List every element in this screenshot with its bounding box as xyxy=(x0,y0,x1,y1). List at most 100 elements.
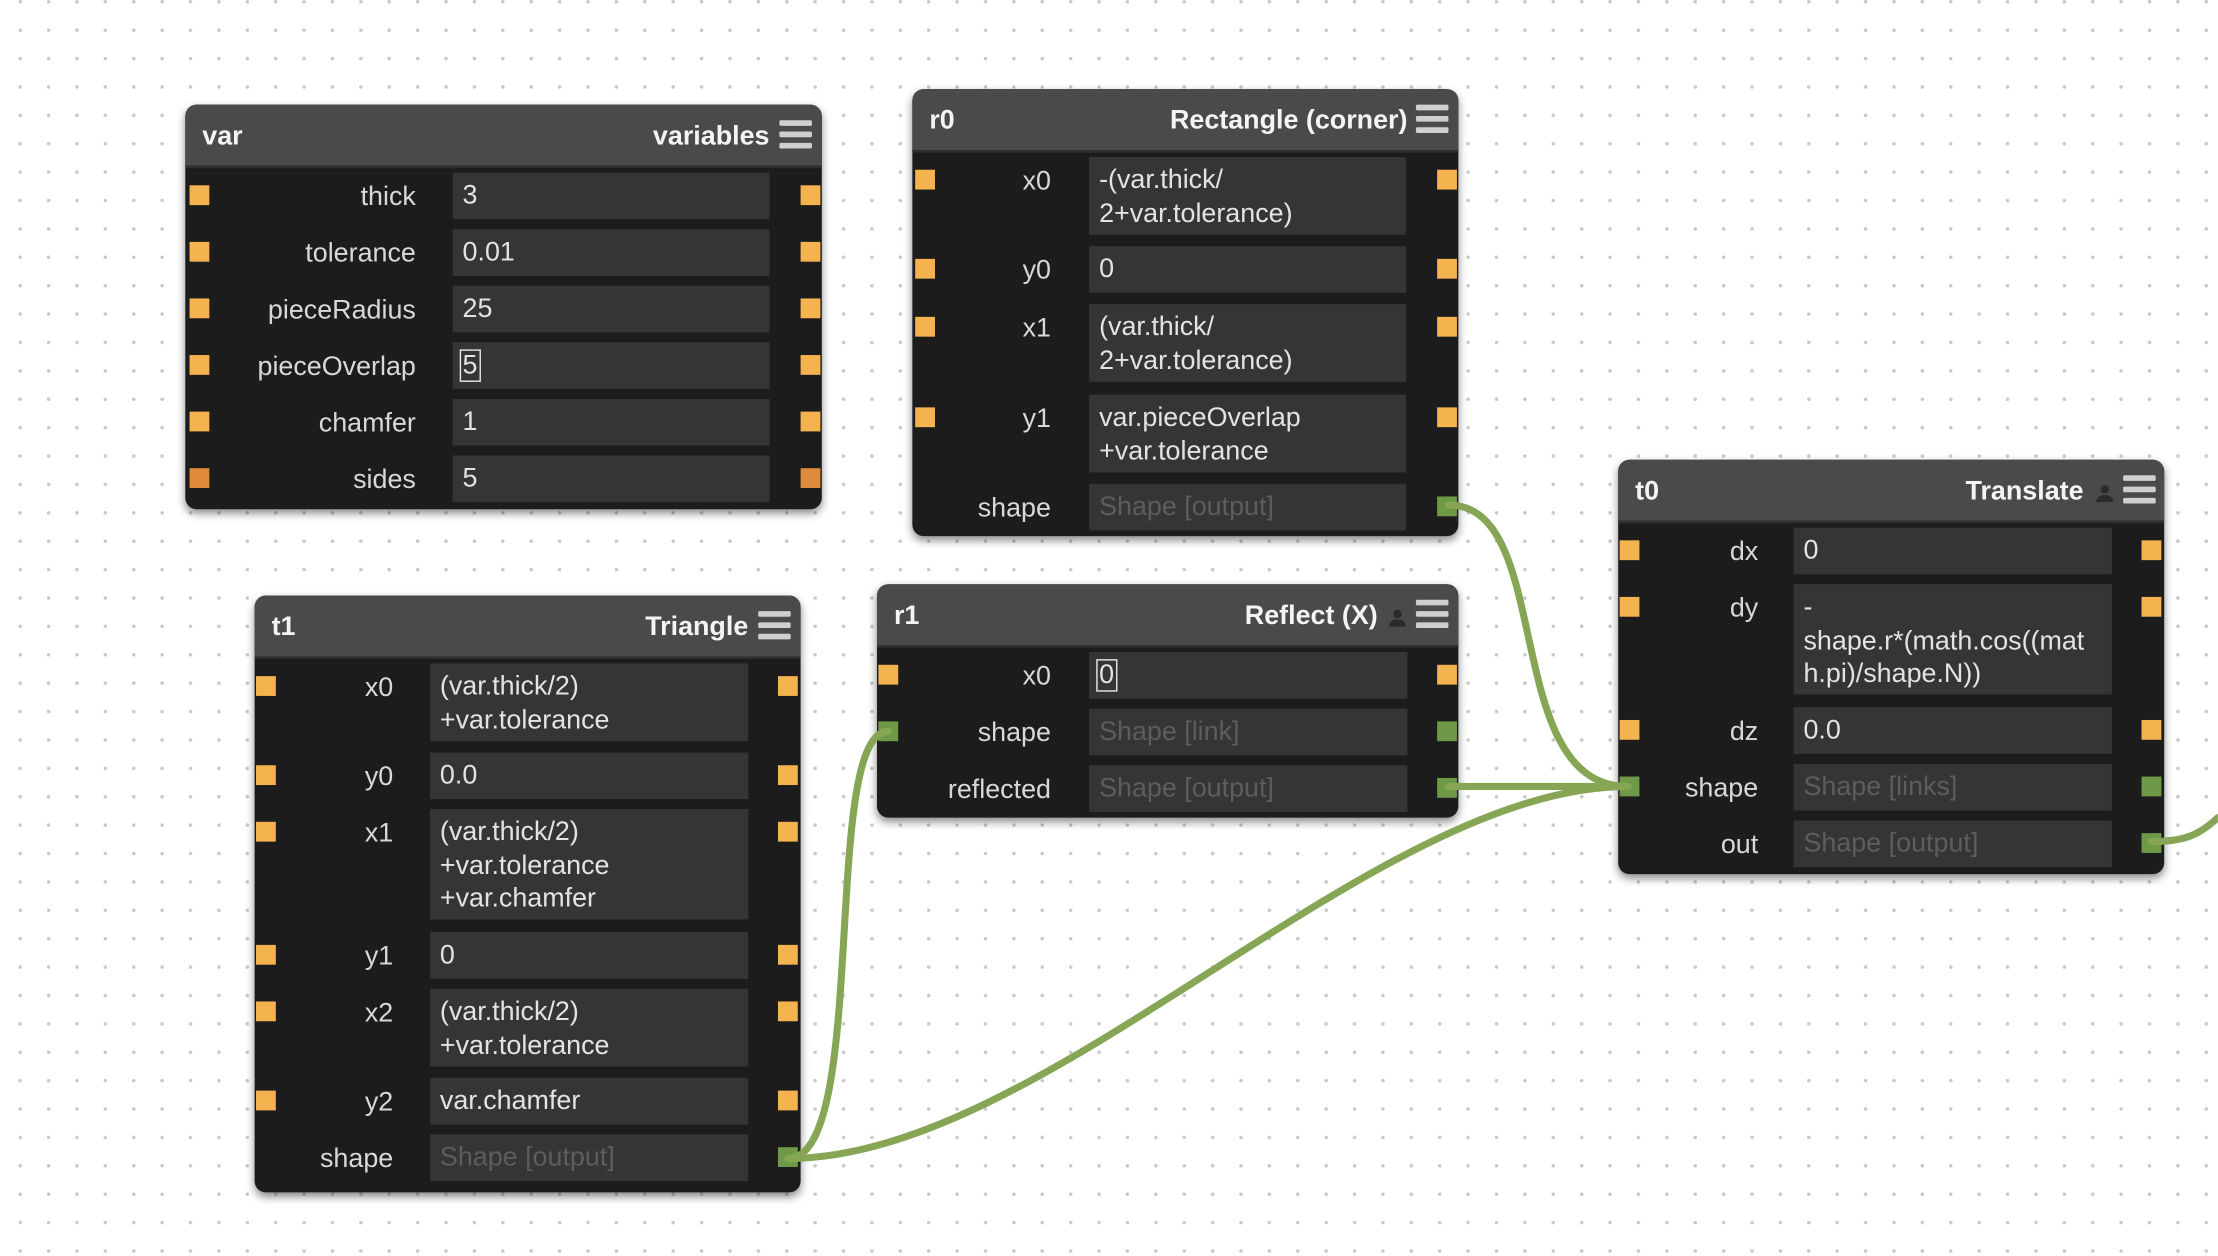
output-port[interactable] xyxy=(1437,169,1457,190)
input-port[interactable] xyxy=(189,468,210,489)
input-port[interactable] xyxy=(189,411,210,432)
param-input[interactable]: (var.thick/ 2+var.tolerance) xyxy=(1089,304,1407,382)
link-field: Shape [links] xyxy=(1793,763,2112,811)
var-row-pieceoverlap: pieceOverlap 5 xyxy=(185,342,822,389)
reflected-output-port[interactable] xyxy=(1437,777,1457,798)
wire-t1-shape-to-r1-shape[interactable] xyxy=(784,727,892,1163)
output-port[interactable] xyxy=(800,468,821,489)
output-port[interactable] xyxy=(777,1090,798,1111)
node-r1[interactable]: r1 Reflect (X) x0 0 shape Shape [link] r… xyxy=(876,584,1459,818)
input-port[interactable] xyxy=(1619,540,1640,561)
output-port[interactable] xyxy=(777,944,798,965)
node-header[interactable]: r0 Rectangle (corner) xyxy=(912,89,1459,153)
input-port[interactable] xyxy=(256,1090,276,1111)
node-header[interactable]: r1 Reflect (X) xyxy=(876,584,1459,648)
param-input[interactable]: 0.0 xyxy=(1793,707,2112,754)
param-input[interactable]: 3 xyxy=(452,172,770,220)
output-port[interactable] xyxy=(2141,540,2162,561)
shape-output-port[interactable] xyxy=(777,1147,798,1167)
input-port[interactable] xyxy=(189,298,210,319)
param-input-active[interactable]: 5 xyxy=(452,342,770,389)
output-field: Shape [output] xyxy=(430,1134,749,1182)
node-t1[interactable]: t1 Triangle x0 (var.thick/2) +var.tolera… xyxy=(254,595,801,1193)
input-port[interactable] xyxy=(915,169,935,190)
hamburger-menu-icon[interactable] xyxy=(758,611,791,642)
param-input-active[interactable]: 0 xyxy=(1089,652,1408,699)
param-input[interactable]: 0.0 xyxy=(430,752,749,800)
t0-row-dz: dz 0.0 xyxy=(1618,707,2164,754)
node-header[interactable]: t0 Translate xyxy=(1618,459,2165,524)
param-input[interactable]: 1 xyxy=(452,398,770,446)
user-icon[interactable] xyxy=(1389,609,1407,627)
param-input[interactable]: var.chamfer xyxy=(430,1077,749,1125)
wire-t1-shape-to-t0-shape[interactable] xyxy=(784,782,1632,1163)
input-port[interactable] xyxy=(189,241,210,262)
node-id: var xyxy=(202,121,243,152)
param-input[interactable]: (var.thick/2) +var.tolerance xyxy=(430,988,749,1067)
param-input[interactable]: 0 xyxy=(430,932,749,979)
node-t0[interactable]: t0 Translate dx 0 dy - shape.r*(math.cos… xyxy=(1618,459,2165,875)
shape-output-port[interactable] xyxy=(2141,776,2162,797)
output-port[interactable] xyxy=(1437,316,1457,337)
input-port[interactable] xyxy=(256,944,276,965)
param-input[interactable]: -(var.thick/ 2+var.tolerance) xyxy=(1089,157,1407,235)
output-port[interactable] xyxy=(800,241,821,262)
input-port[interactable] xyxy=(915,258,935,279)
hamburger-menu-icon[interactable] xyxy=(1415,599,1449,631)
input-port[interactable] xyxy=(1619,596,1640,617)
param-input[interactable]: (var.thick/2) +var.tolerance +var.chamfe… xyxy=(430,809,749,920)
output-port[interactable] xyxy=(2141,596,2162,617)
param-input[interactable]: 0 xyxy=(1793,527,2112,575)
wire-r0-shape-to-t0-shape[interactable] xyxy=(1444,501,1632,790)
out-output-port[interactable] xyxy=(2141,833,2162,853)
hamburger-menu-icon[interactable] xyxy=(779,120,812,151)
param-input[interactable]: (var.thick/2) +var.tolerance xyxy=(430,663,749,742)
output-port[interactable] xyxy=(1437,258,1457,279)
param-input[interactable]: 25 xyxy=(452,285,770,333)
param-label: sides xyxy=(353,465,416,496)
node-header[interactable]: var variables xyxy=(185,104,822,169)
user-icon[interactable] xyxy=(2096,485,2114,503)
param-input[interactable]: 0.01 xyxy=(452,229,770,276)
output-port[interactable] xyxy=(1437,407,1457,428)
output-port[interactable] xyxy=(800,298,821,319)
param-label: tolerance xyxy=(305,239,416,269)
input-port[interactable] xyxy=(256,1001,276,1022)
output-port[interactable] xyxy=(777,676,798,696)
hamburger-menu-icon[interactable] xyxy=(2123,475,2156,506)
node-var[interactable]: var variables thick 3 tolerance 0.01 pie… xyxy=(185,104,822,510)
node-r0[interactable]: r0 Rectangle (corner) x0 -(var.thick/ 2+… xyxy=(912,89,1459,537)
input-port[interactable] xyxy=(878,664,899,685)
input-port[interactable] xyxy=(256,821,276,842)
text-cursor: 5 xyxy=(459,349,481,382)
input-port[interactable] xyxy=(189,185,210,206)
param-input[interactable]: - shape.r*(math.cos((math.pi)/shape.N)) xyxy=(1793,584,2112,695)
output-port[interactable] xyxy=(777,821,798,842)
input-port[interactable] xyxy=(189,355,210,375)
param-input[interactable]: var.pieceOverlap +var.tolerance xyxy=(1089,394,1407,473)
input-port[interactable] xyxy=(1619,719,1640,740)
shape-output-port[interactable] xyxy=(1437,496,1457,517)
output-port[interactable] xyxy=(1437,664,1457,685)
shape-input-port[interactable] xyxy=(1619,776,1640,797)
hamburger-menu-icon[interactable] xyxy=(1415,104,1449,136)
shape-output-port[interactable] xyxy=(1437,721,1457,742)
output-port[interactable] xyxy=(777,1001,798,1022)
shape-input-port[interactable] xyxy=(878,721,899,742)
input-port[interactable] xyxy=(915,407,935,428)
output-port[interactable] xyxy=(800,185,821,206)
input-port[interactable] xyxy=(915,316,935,337)
output-port[interactable] xyxy=(800,411,821,432)
text-cursor: 0 xyxy=(1096,659,1117,692)
param-label: x1 xyxy=(1022,314,1051,344)
input-port[interactable] xyxy=(256,676,276,696)
output-port[interactable] xyxy=(777,765,798,786)
r0-row-shape: shape Shape [output] xyxy=(912,483,1458,531)
node-header[interactable]: t1 Triangle xyxy=(254,595,801,660)
param-input[interactable]: 5 xyxy=(452,455,770,503)
output-port[interactable] xyxy=(800,355,821,375)
input-port[interactable] xyxy=(256,765,276,786)
param-input[interactable]: 0 xyxy=(1089,246,1407,293)
output-port[interactable] xyxy=(2141,719,2162,740)
